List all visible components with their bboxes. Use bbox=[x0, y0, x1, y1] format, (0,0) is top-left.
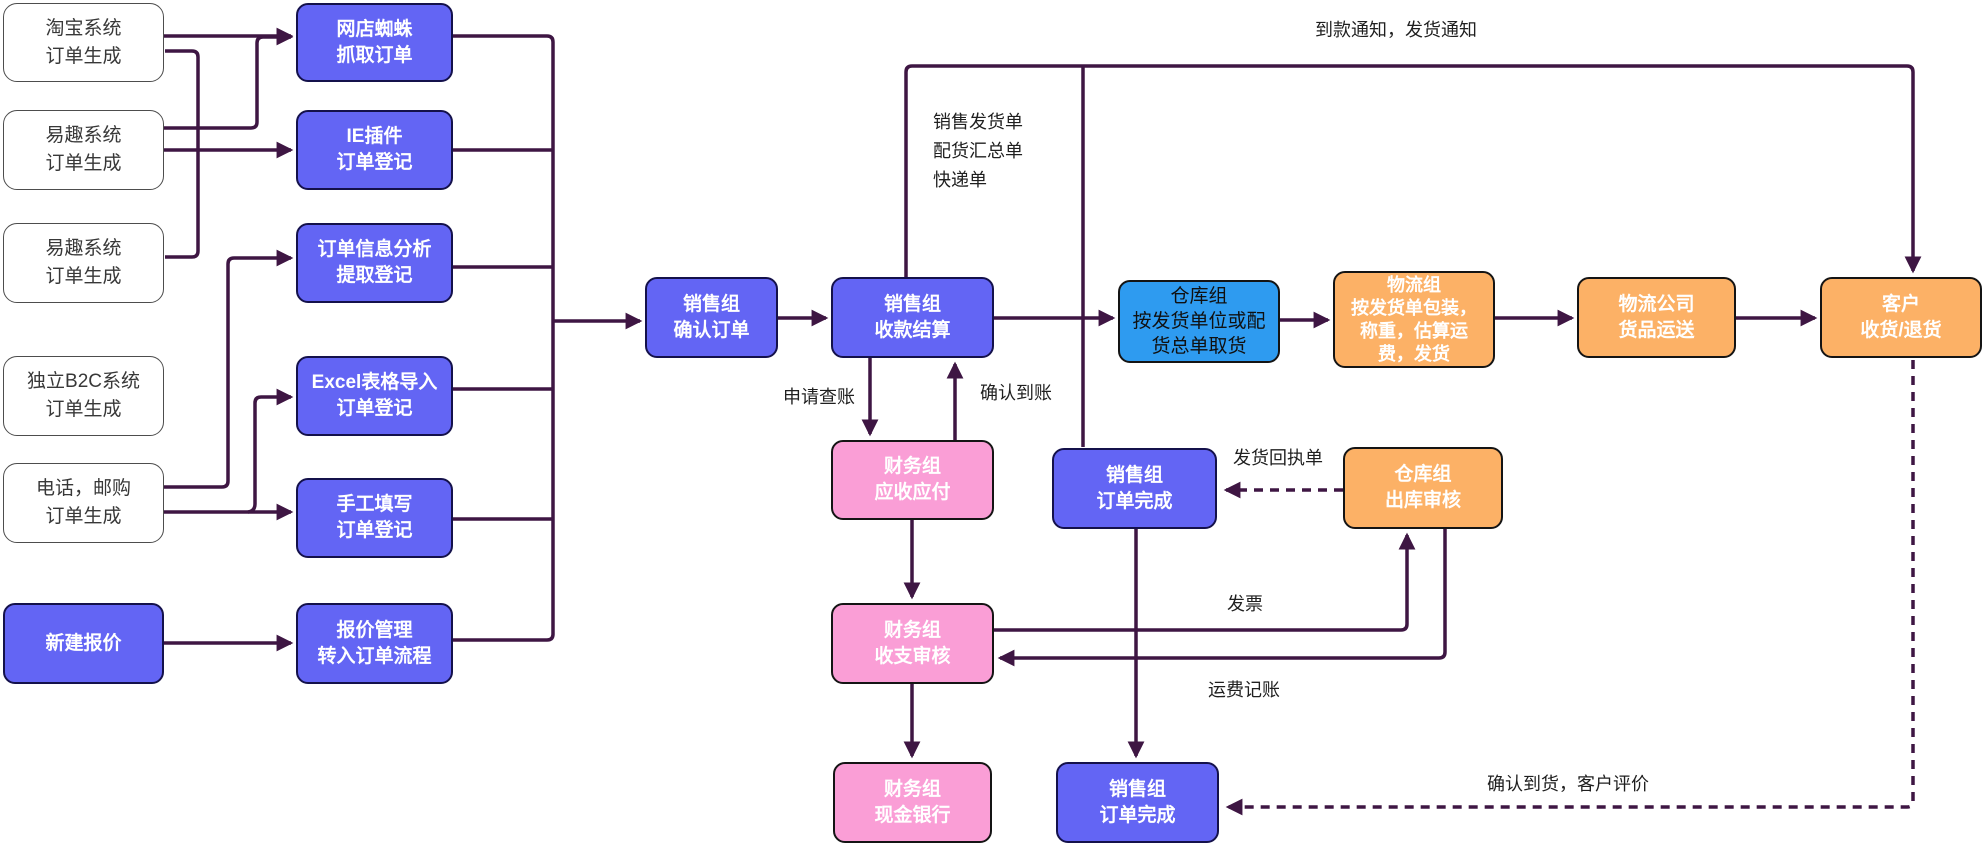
node-order-info-analysis[interactable]: 订单信息分析 提取登记 bbox=[296, 223, 453, 303]
node-logistics-pack-ship[interactable]: 物流组 按发货单包装， 称重，估算运 费，发货 bbox=[1333, 271, 1495, 368]
node-spider-capture-order[interactable]: 网店蜘蛛 抓取订单 bbox=[296, 3, 453, 82]
node-sales-order-complete-2[interactable]: 销售组 订单完成 bbox=[1056, 762, 1219, 843]
node-new-quote[interactable]: 新建报价 bbox=[3, 603, 164, 684]
edge-taobao-ebay2-connector bbox=[165, 49, 200, 259]
node-ie-plugin-register[interactable]: IE插件 订单登记 bbox=[296, 110, 453, 190]
node-manual-entry-register[interactable]: 手工填写 订单登记 bbox=[296, 478, 453, 558]
edge-confirm-delivery-dashed bbox=[1225, 360, 1915, 816]
node-sales-order-complete-1[interactable]: 销售组 订单完成 bbox=[1052, 448, 1217, 529]
node-warehouse-outbound-audit[interactable]: 仓库组 出库审核 bbox=[1343, 447, 1503, 529]
label-freight-billing: 运费记账 bbox=[1208, 680, 1280, 700]
edge-collector-spine bbox=[453, 34, 555, 642]
edge-notice-to-customer bbox=[904, 64, 1922, 277]
label-payment-shipping-notice: 到款通知，发货通知 bbox=[1315, 20, 1477, 40]
edge-phone-to-excel bbox=[247, 388, 294, 514]
edge-freight-billing bbox=[997, 529, 1447, 667]
label-sales-shipping-docs: 销售发货单 配货汇总单 快递单 bbox=[933, 112, 1023, 190]
node-sales-payment-settle[interactable]: 销售组 收款结算 bbox=[831, 277, 994, 358]
edge-ebay1-to-spider bbox=[164, 28, 294, 130]
node-ebay-order-gen-2[interactable]: 易趣系统 订单生成 bbox=[3, 223, 164, 303]
node-excel-import-register[interactable]: Excel表格导入 订单登记 bbox=[296, 356, 453, 436]
node-finance-receivable[interactable]: 财务组 应收应付 bbox=[831, 440, 994, 520]
label-request-audit: 申请查账 bbox=[783, 387, 855, 407]
node-customer-receive-return[interactable]: 客户 收货/退货 bbox=[1820, 277, 1982, 358]
node-ebay-order-gen-1[interactable]: 易趣系统 订单生成 bbox=[3, 110, 164, 190]
label-confirm-delivery: 确认到货，客户评价 bbox=[1487, 774, 1649, 794]
node-sales-confirm-order[interactable]: 销售组 确认订单 bbox=[645, 277, 778, 358]
label-invoice: 发票 bbox=[1227, 594, 1263, 614]
node-b2c-order-gen[interactable]: 独立B2C系统 订单生成 bbox=[3, 356, 164, 436]
node-logistics-transport[interactable]: 物流公司 货品运送 bbox=[1577, 277, 1736, 358]
node-warehouse-pick[interactable]: 仓库组 按发货单位或配 货总单取货 bbox=[1118, 280, 1280, 363]
node-phone-mail-order-gen[interactable]: 电话，邮购 订单生成 bbox=[3, 463, 164, 543]
node-finance-cash-bank[interactable]: 财务组 现金银行 bbox=[833, 762, 992, 843]
edge-invoice bbox=[994, 532, 1416, 632]
node-finance-audit[interactable]: 财务组 收支审核 bbox=[831, 603, 994, 684]
edge-phone-to-analysis bbox=[164, 249, 294, 489]
label-confirm-payment: 确认到账 bbox=[980, 383, 1052, 403]
label-shipping-receipt: 发货回执单 bbox=[1233, 448, 1323, 468]
node-taobao-order-gen[interactable]: 淘宝系统 订单生成 bbox=[3, 3, 164, 82]
node-quote-to-order-flow[interactable]: 报价管理 转入订单流程 bbox=[296, 603, 453, 684]
